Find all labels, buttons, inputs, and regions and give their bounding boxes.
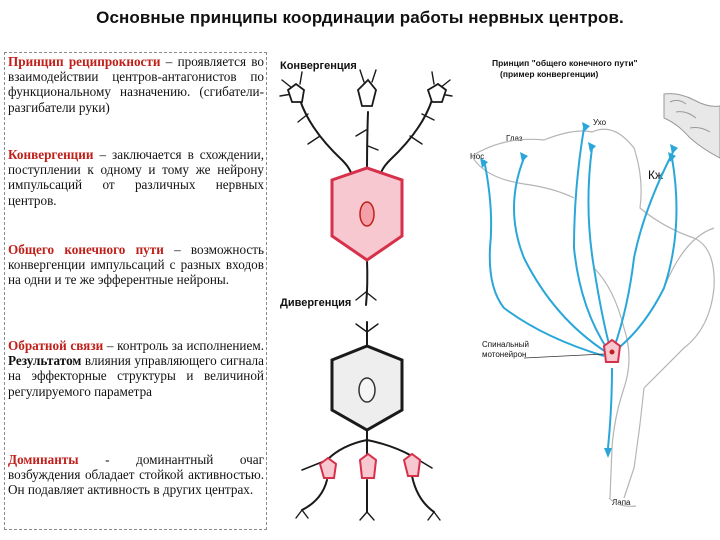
- input-neuron-right: [426, 82, 448, 103]
- text-dominant: - доминантный очаг возбуждения обладает …: [8, 452, 264, 498]
- input-neuron-middle: [357, 78, 377, 107]
- term-dominant: Доминанты: [8, 452, 79, 467]
- paragraph-dominant: Доминанты - доминантный очаг возбуждения…: [8, 452, 264, 498]
- ear-label: Ухо: [593, 118, 607, 127]
- arrow-ear-2: [588, 142, 596, 152]
- input-neuron-left: [286, 82, 305, 103]
- spinal-label-pointer: [523, 353, 605, 359]
- arrow-skin-2: [668, 152, 676, 162]
- paragraph-feedback: Обратной связи – контроль за исполнением…: [8, 338, 264, 399]
- sensory-pathways: [483, 127, 678, 449]
- text-feedback-bold: Результатом: [8, 353, 82, 369]
- text-feedback: – контроль за исполнением.: [103, 338, 264, 353]
- page-title: Основные принципы координации работы нер…: [96, 8, 624, 27]
- final-path-label-line1: Принцип "общего конечного пути": [492, 58, 638, 68]
- arrow-paw: [604, 448, 612, 458]
- term-final-path: Общего конечного пути: [8, 242, 164, 257]
- term-convergence: Конвергенции: [8, 147, 94, 162]
- arrow-nose: [480, 158, 488, 168]
- convergence-divergence-diagram: [279, 69, 453, 521]
- spinal-label-line2: мотонейрон: [482, 350, 527, 359]
- divergence-neuron-nucleus: [358, 377, 376, 403]
- pathway-arrowheads: [480, 122, 678, 458]
- arrow-skin: [670, 144, 678, 154]
- convergence-neuron-nucleus: [359, 201, 375, 227]
- convergence-input-neurons: [286, 78, 448, 107]
- term-reciprocity: Принцип реципрокности: [8, 54, 161, 69]
- divergence-output-neurons: [318, 452, 422, 479]
- arrow-ear: [582, 122, 590, 132]
- final-path-label-line2: (пример конвергенции): [500, 69, 599, 79]
- motoneuron-nucleus: [609, 349, 615, 355]
- text-feedback-rest: влияния управляющего сигнала на эффектор…: [8, 353, 264, 399]
- text-convergence: – заключается в схождении, поступлении к…: [8, 147, 264, 208]
- spinal-label-line1: Спинальный: [482, 340, 529, 349]
- divergence-label: Дивергенция: [280, 297, 352, 309]
- paragraph-final-path: Общего конечного пути – возможность конв…: [8, 242, 264, 288]
- text-reciprocity: – проявляется во взаимодействии центров-…: [8, 54, 264, 115]
- paragraph-reciprocity: Принцип реципрокности – проявляется во в…: [8, 54, 264, 115]
- text-final-path: – возможность конвергенции импульсаций с…: [8, 242, 264, 288]
- term-feedback: Обратной связи: [8, 338, 104, 353]
- convergence-label: Конвергенция: [280, 60, 357, 72]
- paragraph-convergence: Конвергенции – заключается в схождении, …: [8, 147, 264, 208]
- skin-texture: [663, 93, 720, 159]
- nose-label: Нос: [470, 152, 485, 161]
- eye-label: Глаз: [506, 134, 523, 143]
- paw-label: Лапа: [612, 498, 631, 507]
- output-neuron-middle: [358, 452, 378, 479]
- output-neuron-left: [318, 456, 338, 479]
- dog-silhouette: [471, 128, 715, 507]
- output-neuron-right: [402, 452, 422, 477]
- final-common-path-diagram: [471, 93, 720, 507]
- arrow-eye: [520, 152, 528, 162]
- principles-text-panel: [4, 52, 267, 530]
